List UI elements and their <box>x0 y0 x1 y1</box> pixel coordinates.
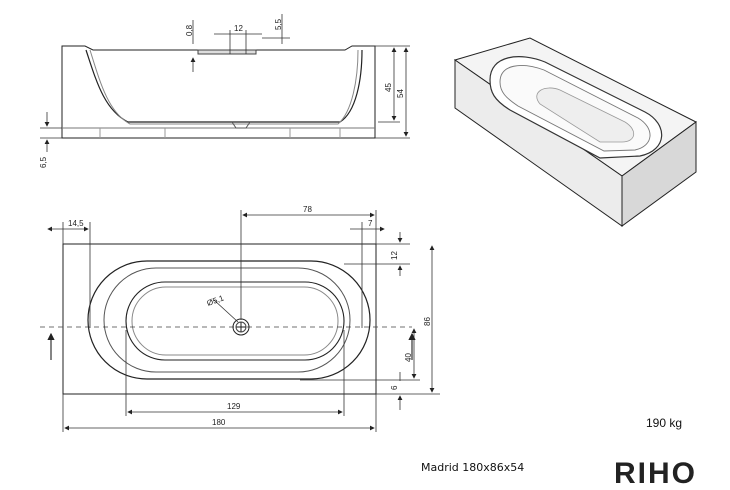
dim-12-rim: 12 <box>390 251 399 260</box>
weight-label: 190 kg <box>646 416 683 430</box>
dim-40: 40 <box>404 353 413 362</box>
dim-6: 6 <box>390 385 399 390</box>
plan-dimensions <box>47 210 440 432</box>
side-section-view <box>61 45 376 139</box>
dim-180: 180 <box>212 418 226 427</box>
dim-6-5: 6,5 <box>39 156 48 168</box>
dim-45: 45 <box>384 83 393 92</box>
side-dimensions <box>40 14 410 152</box>
dim-54: 54 <box>396 89 405 98</box>
top-plan-view <box>40 243 412 395</box>
dim-drain-diameter: Ø5,1 <box>206 293 226 308</box>
dim-5-5: 5,5 <box>274 18 283 30</box>
dim-129: 129 <box>227 402 241 411</box>
technical-drawing: 0,8 12 5,5 45 54 6,5 <box>39 14 697 432</box>
brand-logo: RIHO <box>614 457 697 490</box>
dim-14-5: 14,5 <box>68 219 84 228</box>
isometric-view <box>453 37 697 227</box>
dim-86: 86 <box>423 317 432 326</box>
dim-7: 7 <box>368 219 373 228</box>
dim-0-8: 0,8 <box>185 24 194 36</box>
model-label: Madrid 180x86x54 <box>421 461 525 474</box>
dim-12-overflow: 12 <box>234 24 243 33</box>
dim-78: 78 <box>303 205 312 214</box>
